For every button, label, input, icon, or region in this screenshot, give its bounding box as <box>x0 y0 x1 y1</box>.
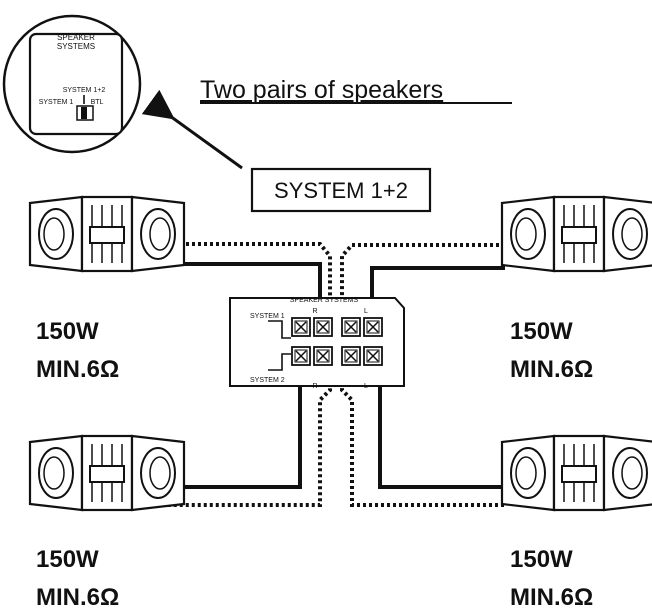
terminal-system2-l-minus[interactable] <box>341 346 361 366</box>
speaker-bottom-right <box>500 434 652 512</box>
inset-switch-top-label: SYSTEM 1+2 <box>63 87 106 94</box>
system-callout-label: SYSTEM 1+2 <box>274 178 408 203</box>
terminal-system1-r-plus[interactable] <box>291 317 311 337</box>
inset-title-line1: SPEAKER <box>57 33 95 42</box>
inset-switch-left-label: SYSTEM 1 <box>39 99 74 106</box>
terminal-system1-l-plus[interactable] <box>363 317 383 337</box>
terminal-system2-r-plus[interactable] <box>291 346 311 366</box>
terminal-system2-r-minus[interactable] <box>313 346 333 366</box>
speaker4-impedance: MIN.6Ω <box>510 584 593 611</box>
terminal-l-top: L <box>364 308 368 315</box>
speaker2-impedance: MIN.6Ω <box>510 356 593 383</box>
terminal-title: SPEAKER SYSTEMS <box>290 297 359 304</box>
speaker-terminal-panel: SPEAKER SYSTEMS R L SYSTEM 1 SYSTEM 2 R … <box>229 297 405 390</box>
terminal-system2: SYSTEM 2 <box>250 377 285 384</box>
heading-two-pairs: Two pairs of speakers <box>200 76 443 104</box>
speaker-top-right <box>500 195 652 273</box>
terminal-system1-r-minus[interactable] <box>313 317 333 337</box>
speaker-bottom-left <box>28 434 186 512</box>
speaker-systems-inset: SPEAKER SYSTEMS SYSTEM 1+2 SYSTEM 1 BTL <box>2 14 142 154</box>
inset-title-line2: SYSTEMS <box>57 42 95 51</box>
terminal-l-bottom: L <box>364 383 368 390</box>
inset-switch-right-label: BTL <box>91 99 104 106</box>
speaker-top-left <box>28 195 186 273</box>
speaker2-watts: 150W <box>510 318 573 345</box>
speaker3-impedance: MIN.6Ω <box>36 584 119 611</box>
pointer-arrow <box>141 89 243 170</box>
system-callout: SYSTEM 1+2 <box>250 167 432 213</box>
terminal-r-top: R <box>312 308 317 315</box>
speaker1-impedance: MIN.6Ω <box>36 356 119 383</box>
terminal-r-bottom: R <box>312 383 317 390</box>
speaker3-watts: 150W <box>36 546 99 573</box>
terminal-system2-l-plus[interactable] <box>363 346 383 366</box>
terminal-system1: SYSTEM 1 <box>250 313 285 320</box>
speaker4-watts: 150W <box>510 546 573 573</box>
terminal-system1-l-minus[interactable] <box>341 317 361 337</box>
speaker1-watts: 150W <box>36 318 99 345</box>
